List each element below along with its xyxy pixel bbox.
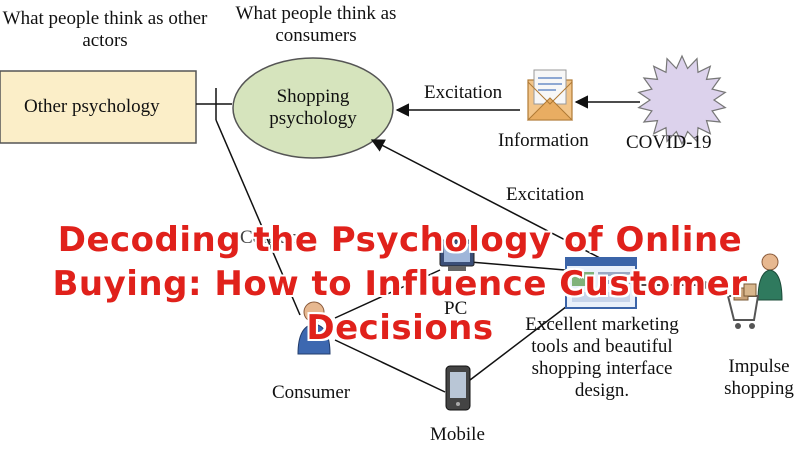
pc-icon: [439, 239, 475, 271]
information-label: Information: [498, 130, 589, 151]
consumer-person-icon: [297, 301, 331, 355]
excitation-top-label: Excitation: [424, 82, 503, 103]
other-psychology-label: Other psychology: [24, 96, 160, 117]
envelope-icon: [526, 69, 574, 121]
mobile-phone-icon: [445, 365, 471, 411]
excitation-mid-label: Excitation: [506, 184, 585, 205]
pc-label: PC: [444, 298, 468, 319]
mobile-label: Mobile: [430, 424, 485, 445]
line-consumer-to-pc: [334, 269, 441, 319]
other-actors-heading: What people think as other actors: [2, 8, 208, 51]
impulse-shopping-label: Impulse shopping: [724, 356, 794, 399]
marketing-screen-icon: [565, 257, 637, 309]
shopping-psychology-ellipse: [232, 57, 394, 159]
arrow-marketing-to-shopping: [370, 139, 601, 259]
line-consumer-to-mobile: [334, 339, 446, 393]
line-mobile-to-marketing: [469, 299, 576, 381]
covid-burst-shape: [637, 54, 727, 146]
consumers-heading: What people think as consumers: [235, 3, 397, 46]
overlay-title: Decoding the Psychology of Online Buying…: [52, 220, 748, 348]
marketing-label: Excellent marketing tools and beautiful …: [525, 314, 679, 401]
shopping-cart-icon: [726, 253, 783, 329]
line-cross-to-consumer: [215, 119, 301, 316]
line-pc-to-marketing: [469, 261, 566, 271]
other-psychology-box: [0, 70, 197, 144]
covid-label: COVID-19: [626, 132, 712, 153]
shopping-psychology-label: Shopping psychology: [269, 86, 357, 129]
hidden-consumer-label: Consum: [240, 227, 304, 248]
consumer-label: Consumer: [272, 382, 351, 403]
